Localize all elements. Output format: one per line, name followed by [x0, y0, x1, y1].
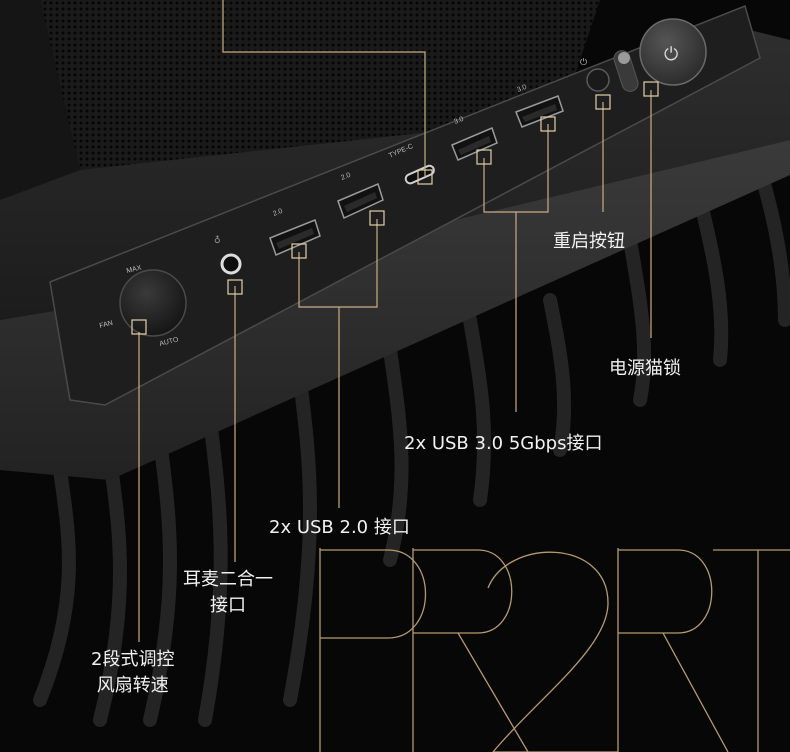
reset-button-callout: 重启按钮 [553, 229, 625, 255]
usb3-port-1-label: 3.0 [453, 116, 465, 126]
leader-lines [138, 0, 652, 642]
fan-fan-label: FAN [99, 320, 114, 330]
usb2-port-1-label: 2.0 [272, 208, 284, 218]
headset-callout: 耳麦二合一 接口 [183, 567, 273, 619]
power-button[interactable] [639, 18, 707, 86]
power-lock-callout: 电源猫锁 [609, 356, 681, 382]
usb2-port-1[interactable] [269, 219, 321, 257]
fan-knob[interactable] [119, 269, 187, 337]
fan-auto-label: AUTO [159, 336, 180, 348]
headset-label-line2: 接口 [210, 595, 246, 616]
heatsink-fins [33, 163, 790, 727]
usb3-port-1[interactable] [451, 126, 498, 161]
headset-jack[interactable] [220, 253, 242, 275]
power-icon: ⏻ [664, 44, 678, 65]
headset-icon: ♁ [214, 235, 221, 246]
reset-power-symbol-icon: ⏻ [580, 57, 587, 68]
line-art-logo [319, 548, 790, 752]
usb3-callout: 2x USB 3.0 5Gbps接口 [404, 431, 602, 457]
usb2-port-2[interactable] [337, 182, 384, 220]
reset-button-label: 重启按钮 [553, 231, 625, 252]
usb2-label: 2x USB 2.0 接口 [269, 517, 410, 538]
usb3-port-2-label: 3.0 [516, 84, 528, 94]
usb2-port-2-label: 2.0 [340, 172, 352, 182]
fan-label-line1: 2段式调控 [91, 649, 175, 670]
fan-callout: 2段式调控 风扇转速 [91, 647, 174, 699]
fan-max-label: MAX [126, 264, 143, 275]
reset-button[interactable] [586, 68, 610, 92]
usb3-port-2[interactable] [515, 95, 564, 128]
headset-label-line1: 耳麦二合一 [183, 569, 273, 590]
power-lock-label: 电源猫锁 [609, 358, 681, 379]
usb3-label: 2x USB 3.0 5Gbps接口 [404, 433, 603, 454]
leader-markers [131, 81, 659, 335]
usb2-callout: 2x USB 2.0 接口 [269, 515, 410, 541]
fan-label-line2: 风扇转速 [96, 675, 169, 696]
front-body [0, 140, 790, 480]
io-panel [49, 4, 761, 406]
